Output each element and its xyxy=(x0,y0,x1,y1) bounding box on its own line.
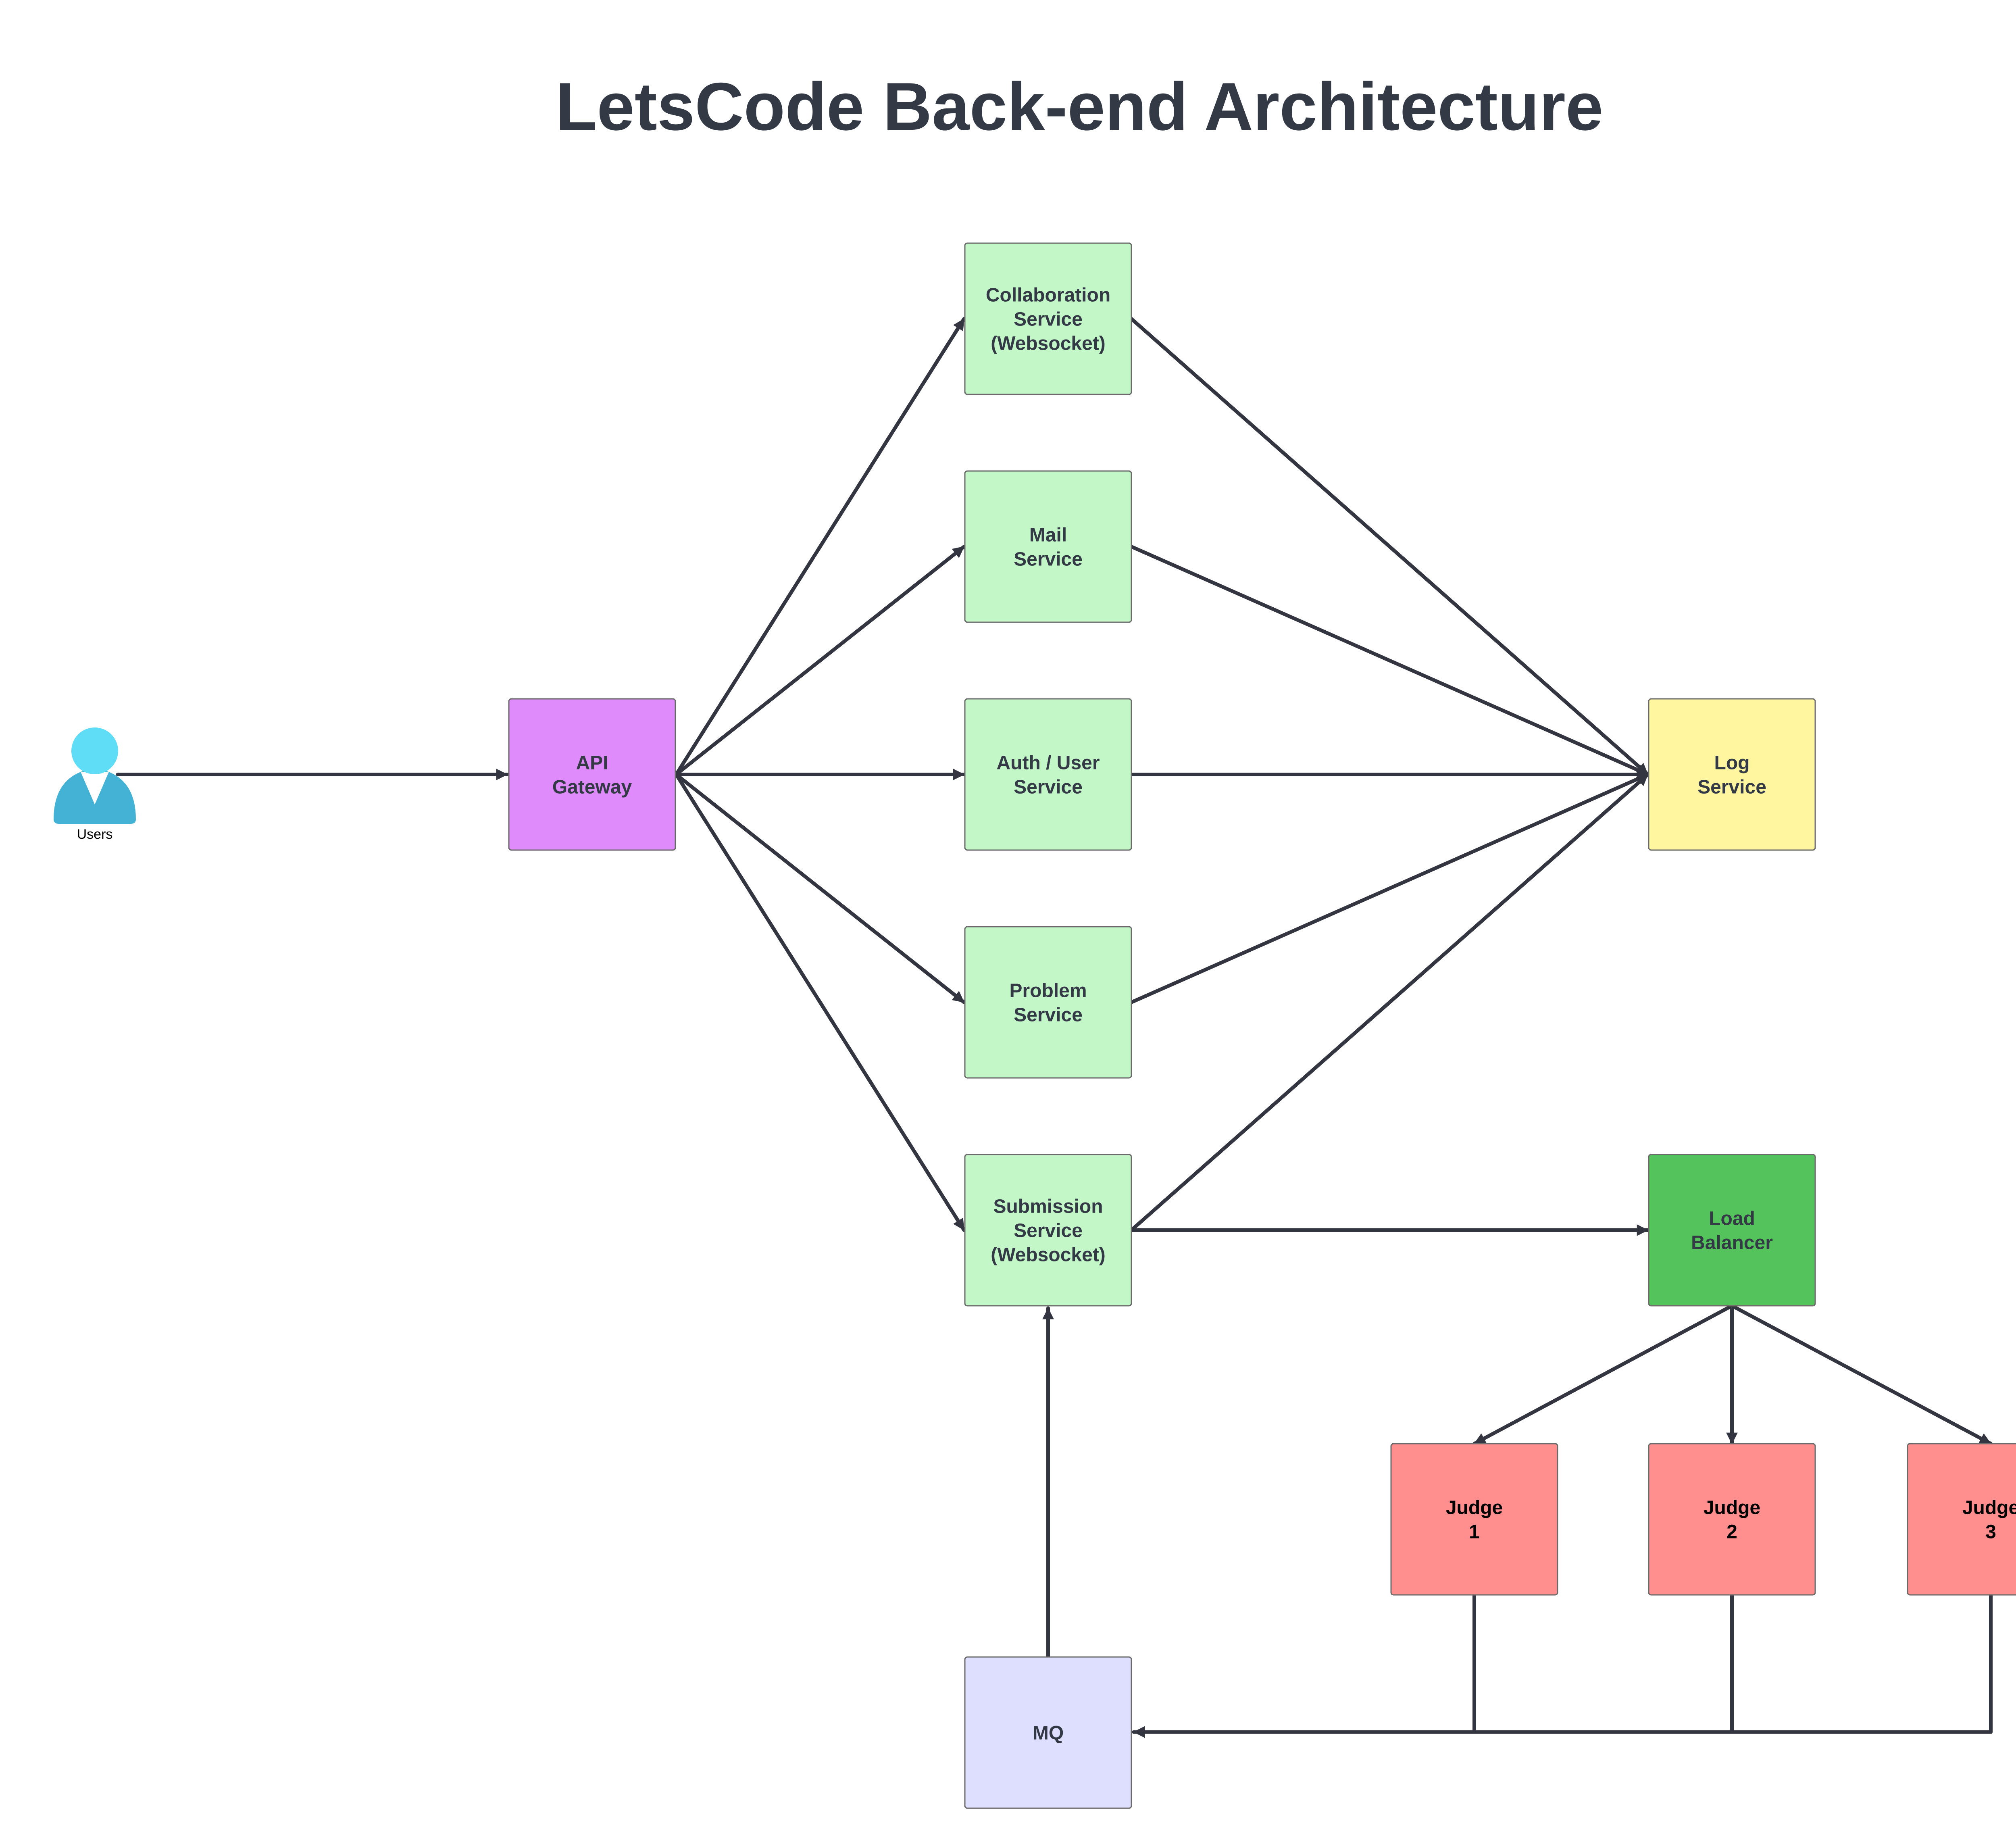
edge-problem-service-to-log-service xyxy=(1129,773,1650,1004)
mq-box xyxy=(964,1656,1132,1809)
submission-service-box xyxy=(964,1154,1132,1307)
user-icon xyxy=(54,727,136,824)
edge-submission-service-to-log-service xyxy=(1129,773,1650,1232)
mail-service-label-line: Service xyxy=(1014,548,1083,570)
judge-3-label-line: 3 xyxy=(1985,1521,1996,1542)
node-judge-3[interactable]: Judge 3 xyxy=(1907,1443,2016,1596)
api-gateway-box xyxy=(508,698,676,851)
api-gateway-label-line: API xyxy=(576,752,608,773)
mq-label-line: MQ xyxy=(1033,1722,1064,1744)
nodes-layer: APIGatewayCollaborationService(Websocket… xyxy=(508,242,2016,1809)
api-gateway-label-line: Gateway xyxy=(552,776,632,798)
problem-service-label-line: Problem xyxy=(1009,980,1087,1001)
user-actor[interactable]: Users xyxy=(54,727,136,842)
collaboration-service-box xyxy=(964,242,1132,395)
judge-1-box xyxy=(1390,1443,1558,1596)
edge-judge-3-to-mq xyxy=(1132,1593,1993,1738)
judge-3-box xyxy=(1907,1443,2016,1596)
edge-load-balancer-to-judge-1 xyxy=(1472,1304,1734,1446)
judge-2-label-line: Judge xyxy=(1704,1497,1760,1518)
diagram-title: LetsCode Back-end Architecture xyxy=(556,69,1603,144)
judge-2-box xyxy=(1648,1443,1816,1596)
load-balancer-label-line: Balancer xyxy=(1691,1232,1773,1253)
judge-1-label-line: Judge xyxy=(1446,1497,1503,1518)
edge-api-gateway-to-submission-service xyxy=(674,773,966,1232)
edge-api-gateway-to-collaboration-service xyxy=(674,317,966,776)
edge-api-gateway-to-mail-service xyxy=(674,545,966,776)
edge-api-gateway-to-problem-service xyxy=(674,773,966,1004)
mail-service-label-line: Mail xyxy=(1029,524,1067,546)
judge-1-label-line: 1 xyxy=(1469,1521,1480,1542)
problem-service-box xyxy=(964,926,1132,1079)
node-mq[interactable]: MQ xyxy=(964,1656,1132,1809)
node-judge-1[interactable]: Judge 1 xyxy=(1390,1443,1558,1596)
problem-service-label-line: Service xyxy=(1014,1004,1083,1025)
submission-service-label-line: (Websocket) xyxy=(991,1244,1106,1265)
load-balancer-label-line: Load xyxy=(1709,1208,1755,1229)
submission-service-label-line: Submission xyxy=(993,1196,1103,1217)
auth-user-service-label-line: Auth / User xyxy=(996,752,1100,773)
collaboration-service-label-line: Collaboration xyxy=(986,284,1110,306)
edge-judge-1-to-mq xyxy=(1132,1593,1476,1738)
judge-2-label-line: 2 xyxy=(1727,1521,1737,1542)
node-api-gateway[interactable]: API Gateway xyxy=(508,698,676,851)
collaboration-service-label-line: Service xyxy=(1014,308,1083,330)
collaboration-service-label-line: (Websocket) xyxy=(991,333,1106,354)
judge-3-label-line: Judge xyxy=(1962,1497,2016,1518)
user-label: Users xyxy=(77,827,113,842)
auth-user-service-box xyxy=(964,698,1132,851)
log-service-box xyxy=(1648,698,1816,851)
node-judge-2[interactable]: Judge 2 xyxy=(1648,1443,1816,1596)
edge-load-balancer-to-judge-3 xyxy=(1730,1304,1993,1446)
mail-service-box xyxy=(964,470,1132,623)
edge-judge-2-to-mq xyxy=(1132,1593,1734,1738)
load-balancer-box xyxy=(1648,1154,1816,1307)
edge-collaboration-service-to-log-service xyxy=(1129,317,1650,776)
auth-user-service-label-line: Service xyxy=(1014,776,1083,798)
edge-mail-service-to-log-service xyxy=(1129,545,1650,776)
submission-service-label-line: Service xyxy=(1014,1220,1083,1241)
log-service-label-line: Service xyxy=(1697,776,1766,798)
log-service-label-line: Log xyxy=(1714,752,1750,773)
edges-layer xyxy=(116,317,1993,1738)
